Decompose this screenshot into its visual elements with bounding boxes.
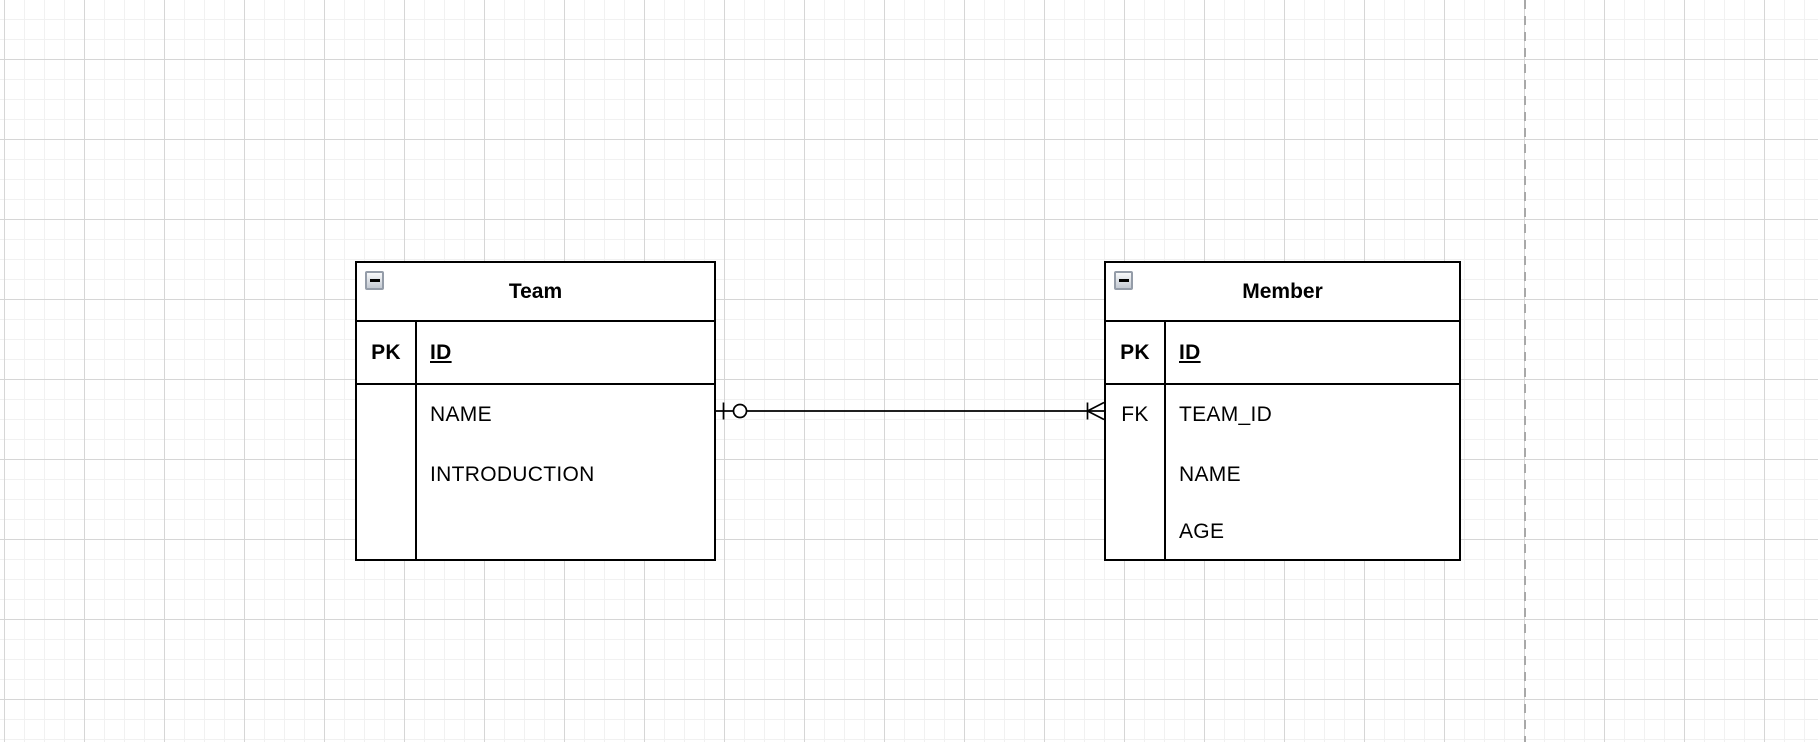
minus-icon (369, 279, 380, 282)
key-cell (1106, 445, 1166, 505)
field-cell (417, 505, 714, 559)
entity-header: Member (1106, 263, 1459, 322)
entity-title: Team (508, 279, 563, 303)
key-cell: PK (1106, 322, 1166, 383)
field-cell: INTRODUCTION (430, 463, 595, 486)
field-cell: NAME (1179, 463, 1241, 486)
table-row[interactable]: INTRODUCTION (357, 445, 714, 505)
crow-foot-many-marker (1086, 401, 1105, 421)
key-cell: PK (357, 322, 417, 383)
table-row[interactable]: AGE (1106, 505, 1459, 559)
table-row[interactable]: FK TEAM_ID (1106, 385, 1459, 445)
table-row[interactable]: NAME (1106, 445, 1459, 505)
key-cell: FK (1106, 385, 1166, 445)
key-cell (357, 445, 417, 505)
table-row[interactable]: PK ID (1106, 322, 1459, 385)
key-cell (1106, 505, 1166, 559)
minus-icon (1118, 279, 1129, 282)
field-cell: ID (1179, 340, 1201, 364)
entity-header: Team (357, 263, 714, 322)
entity-title: Member (1242, 279, 1323, 303)
field-cell: ID (430, 340, 452, 364)
collapse-button[interactable] (365, 271, 384, 290)
field-cell: NAME (430, 403, 492, 426)
table-row[interactable] (357, 505, 714, 559)
zero-or-one-marker (722, 402, 748, 420)
table-row[interactable]: NAME (357, 385, 714, 445)
key-cell (357, 385, 417, 445)
field-cell: TEAM_ID (1179, 403, 1273, 426)
field-cell: AGE (1179, 520, 1225, 543)
page-break-line (1524, 0, 1526, 742)
table-row[interactable]: PK ID (357, 322, 714, 385)
key-cell (357, 505, 417, 559)
collapse-button[interactable] (1114, 271, 1133, 290)
entity-table-team[interactable]: Team PK ID NAME INTRODUCTION (355, 261, 716, 561)
entity-table-member[interactable]: Member PK ID FK TEAM_ID NAME AGE (1104, 261, 1461, 561)
